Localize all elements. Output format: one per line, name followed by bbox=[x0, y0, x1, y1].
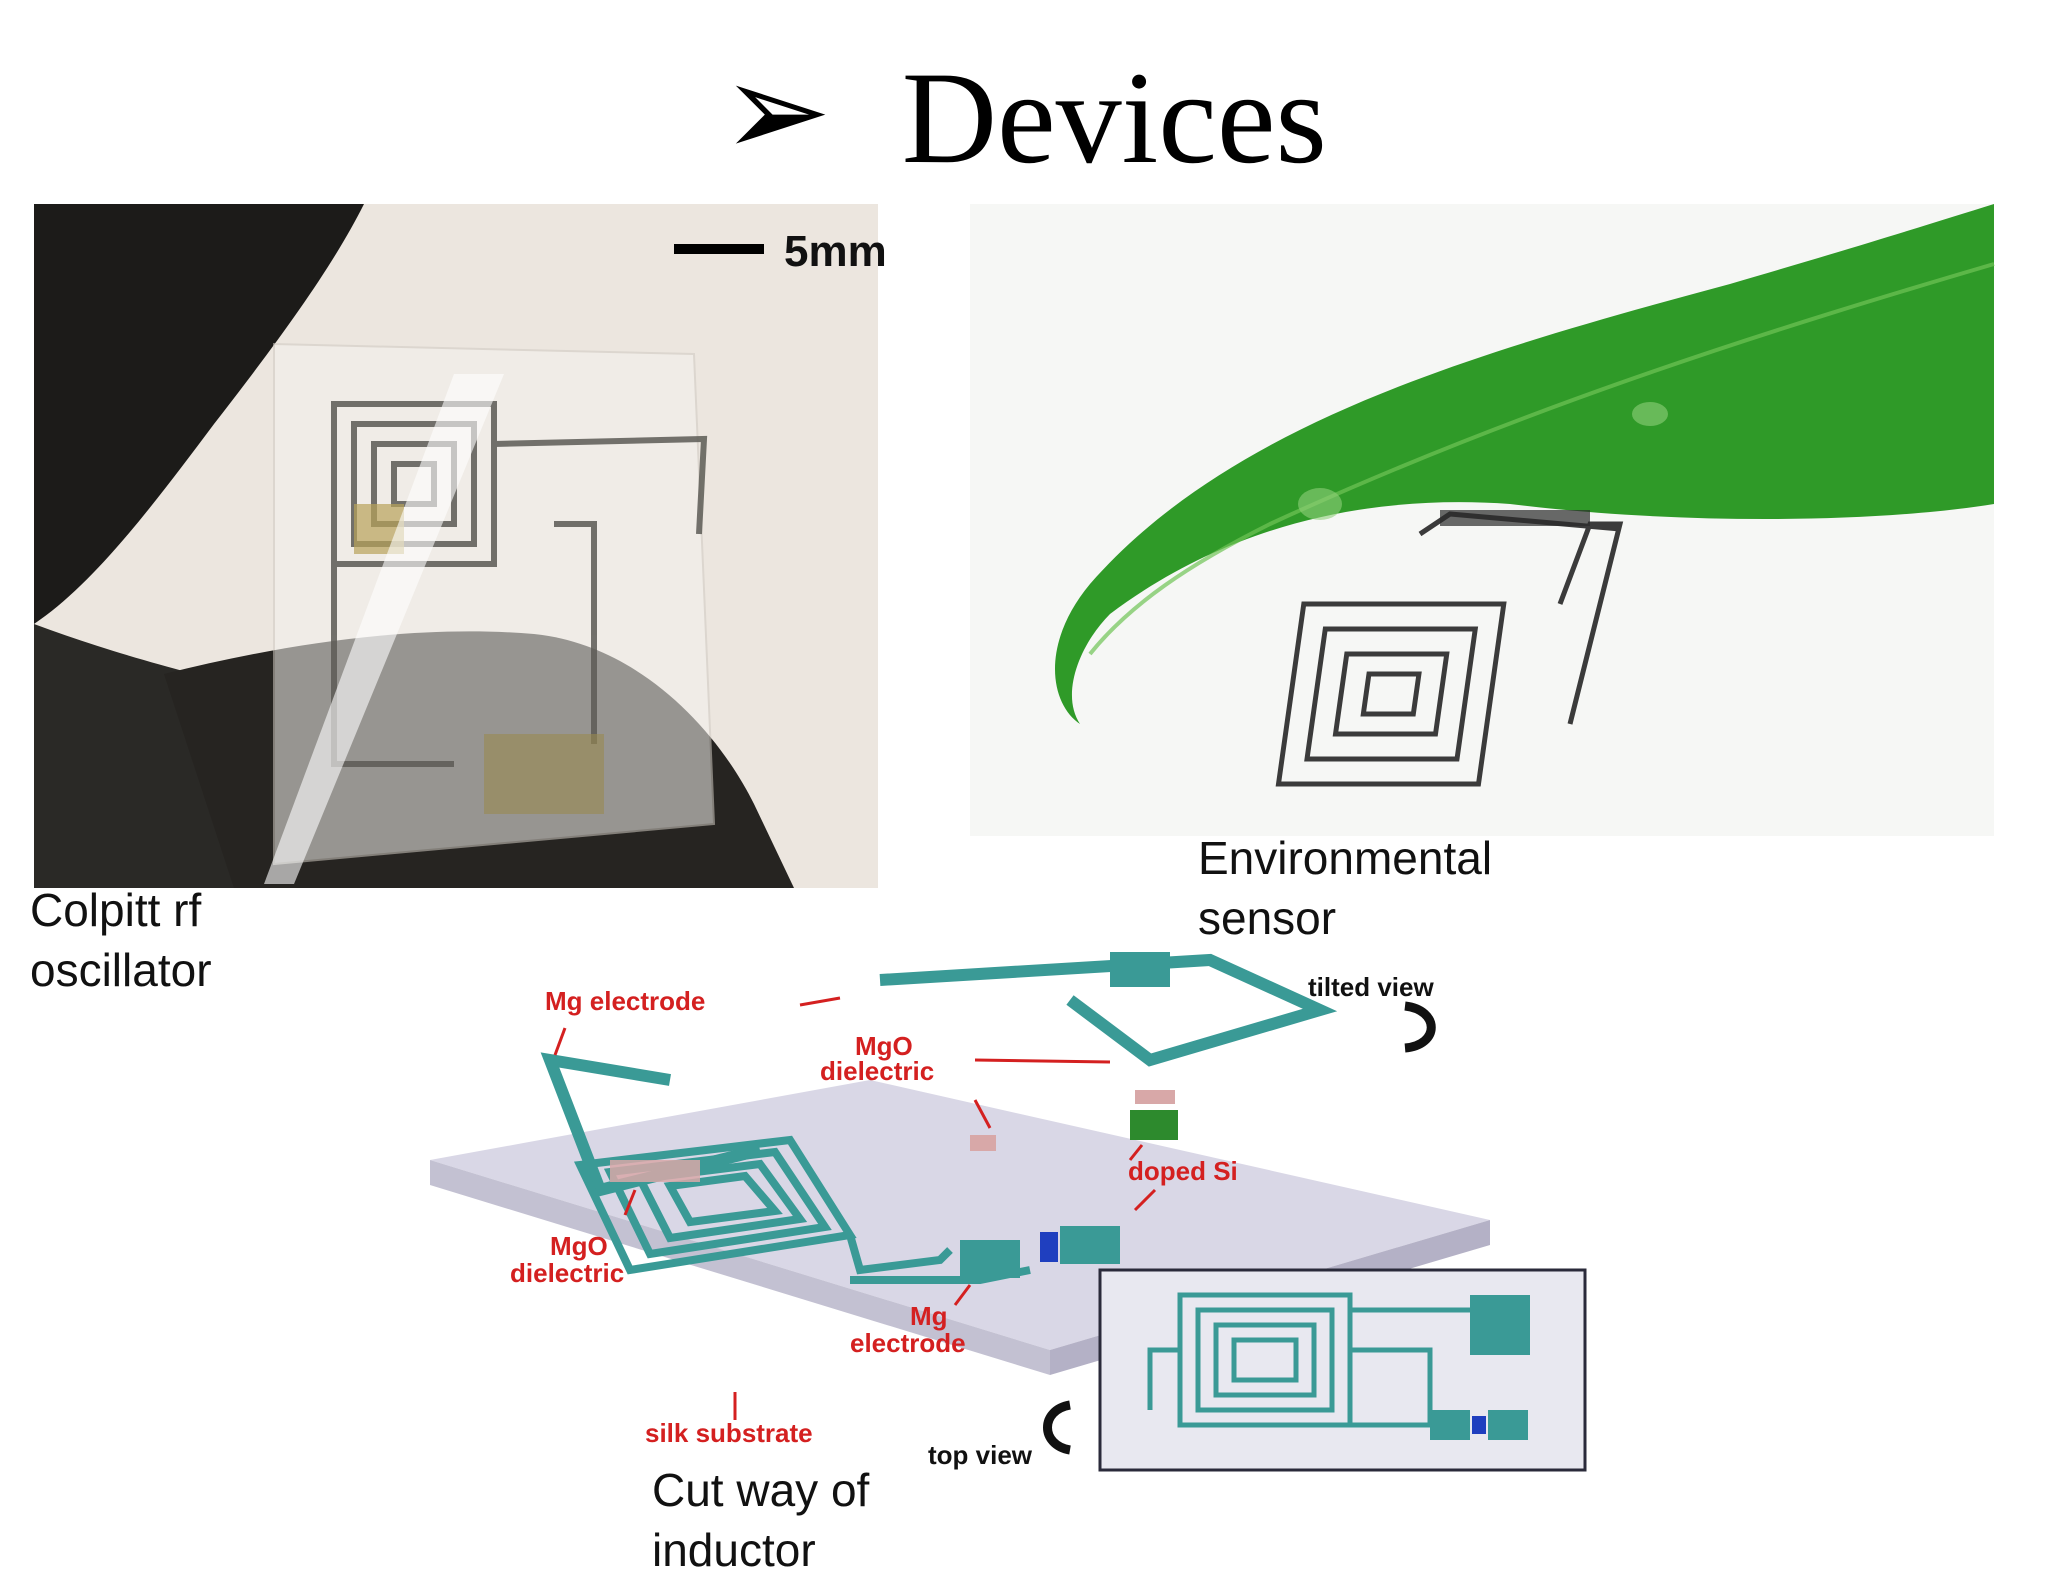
schematic-graphic: Mg electrode MgO dielectric doped Si MgO… bbox=[430, 950, 1610, 1480]
label-mgo-top-2: dielectric bbox=[820, 1056, 934, 1086]
leaf-photo-graphic bbox=[970, 204, 1995, 836]
title-text: Devices bbox=[901, 44, 1327, 191]
environmental-caption-line1: Environmental bbox=[1198, 832, 1493, 884]
label-mg-electrode-top: Mg electrode bbox=[545, 986, 705, 1016]
scale-bar-label: 5mm bbox=[784, 227, 887, 276]
colpitt-oscillator-photo: 5mm bbox=[34, 204, 887, 888]
label-mgo-top-1: MgO bbox=[855, 1031, 913, 1061]
environmental-caption-line2: sensor bbox=[1198, 892, 1337, 944]
label-doped-si: doped Si bbox=[1128, 1156, 1238, 1186]
label-mg-electrode-bottom-1: Mg bbox=[910, 1301, 948, 1331]
inductor-schematic: Mg electrode MgO dielectric doped Si MgO… bbox=[430, 950, 1610, 1480]
rotate-arrow-icon bbox=[1043, 1400, 1072, 1455]
label-mgo-left-2: dielectric bbox=[510, 1258, 624, 1288]
inductor-caption-line1: Cut way of bbox=[652, 1464, 870, 1516]
colpitt-caption: Colpitt rf oscillator bbox=[30, 880, 390, 1000]
label-mg-electrode-bottom-2: electrode bbox=[850, 1328, 966, 1358]
rotate-arrow-icon bbox=[1404, 1001, 1436, 1053]
inductor-caption: Cut way of inductor bbox=[652, 1460, 952, 1576]
label-silk-substrate: silk substrate bbox=[645, 1418, 813, 1448]
label-tilted-view: tilted view bbox=[1308, 972, 1434, 1002]
arrow-bullet-icon: ➢ bbox=[721, 38, 832, 185]
label-mgo-left-1: MgO bbox=[550, 1231, 608, 1261]
environmental-sensor-photo bbox=[970, 204, 1995, 836]
label-top-view: top view bbox=[928, 1440, 1033, 1470]
inductor-caption-line2: inductor bbox=[652, 1524, 816, 1576]
environmental-caption: Environmental sensor bbox=[1198, 828, 1618, 944]
colpitt-caption-line2: oscillator bbox=[30, 944, 212, 996]
colpitt-caption-line1: Colpitt rf bbox=[30, 884, 202, 936]
colpitt-photo-graphic: 5mm bbox=[34, 204, 887, 888]
slide-title: ➢Devices bbox=[0, 46, 2048, 184]
